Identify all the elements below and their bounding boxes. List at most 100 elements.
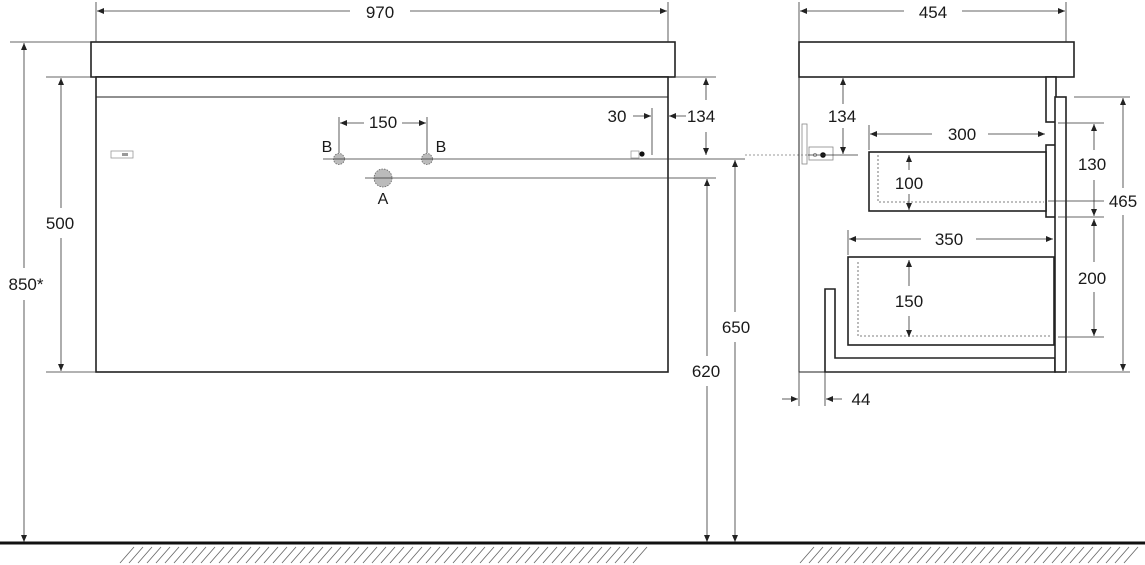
total-height-dimension: 850* — [9, 41, 91, 542]
floor-hatch-line — [925, 546, 941, 564]
floor-hatch-line — [263, 546, 279, 564]
upper-drawer-width-dimension: 300 — [868, 125, 1045, 150]
upper-drawer-inner-dimension: 100 — [895, 155, 923, 210]
side-cabinet-height-dimension: 465 — [1048, 96, 1137, 373]
floor-hatch-line — [137, 546, 153, 564]
side-countertop — [798, 41, 1075, 78]
floor-hatch-line — [389, 546, 405, 564]
floor-hatch-line — [506, 546, 522, 564]
floor-hatch-line — [425, 546, 441, 564]
side-mount-depth-dimension: 134 — [808, 78, 858, 156]
right-mount-bracket — [630, 150, 645, 159]
floor-hatch-line — [799, 546, 815, 564]
lower-drawer-width-label: 350 — [935, 230, 963, 249]
inlet-right-label: B — [436, 139, 447, 156]
floor-hatch-line — [353, 546, 369, 564]
mount-height-label: 650 — [722, 318, 750, 337]
floor-hatch-line — [844, 546, 860, 564]
floor-hatch-line — [943, 546, 959, 564]
height-from-floor-dimensions: 620 650 — [692, 160, 750, 542]
floor-hatch-line — [1006, 546, 1022, 564]
floor-hatch-line — [808, 546, 824, 564]
floor-hatch-line — [898, 546, 914, 564]
floor-hatch-line — [853, 546, 869, 564]
floor-hatch-line — [569, 546, 585, 564]
cabinet-height-label: 500 — [46, 214, 74, 233]
floor-hatch-line — [542, 546, 558, 564]
floor-hatch-line — [1105, 546, 1121, 564]
plinth-offset-dimension: 44 — [782, 372, 870, 409]
mount-offset-dimension: 30 134 — [608, 76, 716, 155]
drain-label: A — [378, 191, 389, 208]
floor-hatch-line — [880, 546, 896, 564]
upper-drawer-height-label: 130 — [1078, 155, 1106, 174]
floor-hatch-line — [632, 546, 648, 564]
floor-hatch-line — [362, 546, 378, 564]
front-width-label: 970 — [366, 3, 394, 22]
floor-hatch-left — [119, 546, 648, 564]
floor-hatch-line — [961, 546, 977, 564]
floor-hatch-line — [317, 546, 333, 564]
floor-hatch-line — [560, 546, 576, 564]
side-mount-bracket — [801, 123, 834, 165]
floor-hatch-line — [979, 546, 995, 564]
floor-hatch-line — [1024, 546, 1040, 564]
floor-hatch-line — [371, 546, 387, 564]
floor-hatch-line — [308, 546, 324, 564]
floor-hatch-line — [1069, 546, 1085, 564]
floor-hatch-line — [1123, 546, 1139, 564]
floor-hatch-line — [299, 546, 315, 564]
side-mount-depth-label: 134 — [828, 107, 856, 126]
floor-hatch-line — [596, 546, 612, 564]
floor-hatch-line — [209, 546, 225, 564]
side-depth-label: 454 — [919, 3, 947, 22]
floor-hatch-line — [434, 546, 450, 564]
floor-hatch-line — [605, 546, 621, 564]
floor-hatch-line — [862, 546, 878, 564]
floor-hatch-line — [146, 546, 162, 564]
side-cabinet-height-label: 465 — [1109, 192, 1137, 211]
lower-drawer-inner-outline — [857, 262, 1052, 337]
floor-hatch-line — [551, 546, 567, 564]
floor-hatch-line — [335, 546, 351, 564]
lower-drawer-height-label: 200 — [1078, 269, 1106, 288]
floor-hatch-line — [272, 546, 288, 564]
side-front-panel — [1054, 96, 1067, 373]
floor-hatch-line — [871, 546, 887, 564]
floor-hatch-line — [398, 546, 414, 564]
floor-hatch-line — [1087, 546, 1103, 564]
floor-hatch-line — [155, 546, 171, 564]
floor-hatch-line — [119, 546, 135, 564]
floor-hatch-line — [916, 546, 932, 564]
front-countertop — [90, 41, 676, 78]
lower-drawer-inner-label: 150 — [895, 292, 923, 311]
floor-hatch-line — [889, 546, 905, 564]
floor-hatch-line — [281, 546, 297, 564]
floor-hatch-line — [290, 546, 306, 564]
floor-hatch-line — [907, 546, 923, 564]
floor-hatch-line — [1051, 546, 1067, 564]
floor-hatch-line — [182, 546, 198, 564]
floor-hatch-line — [988, 546, 1004, 564]
upper-drawer-inner-outline — [877, 155, 1044, 203]
floor-hatch-line — [952, 546, 968, 564]
floor-hatch-line — [461, 546, 477, 564]
front-view: B B A 970 850* 500 — [9, 2, 808, 542]
cabinet-height-dimension: 500 — [46, 76, 96, 373]
floor-hatch-line — [515, 546, 531, 564]
floor-hatch-line — [1042, 546, 1058, 564]
floor-hatch-line — [623, 546, 639, 564]
floor-hatch-line — [970, 546, 986, 564]
floor-hatch-line — [524, 546, 540, 564]
floor-hatch-line — [200, 546, 216, 564]
total-height-label: 850* — [9, 275, 44, 294]
floor-hatch-line — [164, 546, 180, 564]
floor-hatch-line — [1060, 546, 1076, 564]
floor-hatch-line — [1078, 546, 1094, 564]
floor-hatch-line — [245, 546, 261, 564]
floor-hatch-line — [479, 546, 495, 564]
upper-drawer-box — [868, 151, 1047, 212]
lower-drawer-height-dimension: 200 — [1058, 219, 1106, 338]
floor-hatch-line — [128, 546, 144, 564]
